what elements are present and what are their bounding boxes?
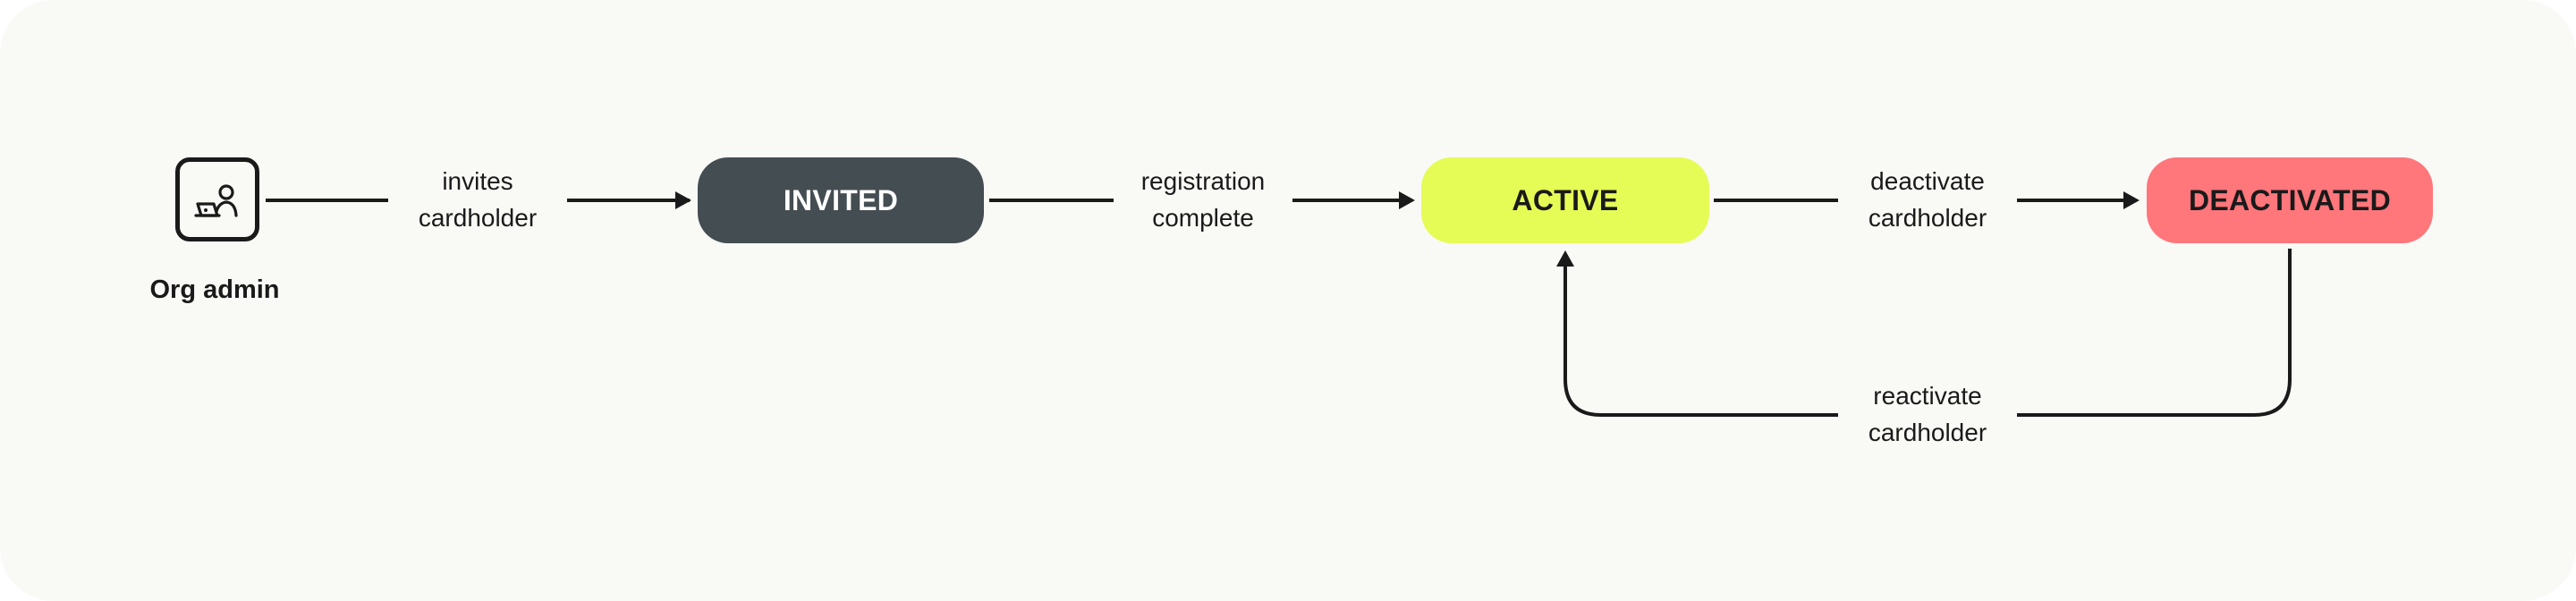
state-deactivated-label: DEACTIVATED bbox=[2188, 183, 2392, 216]
state-invited-label: INVITED bbox=[783, 183, 899, 216]
state-active: ACTIVE bbox=[1421, 157, 1709, 243]
arrow-to-invited bbox=[675, 191, 691, 209]
edge-label-line: reactivate bbox=[1873, 382, 1982, 410]
edge-label-line: cardholder bbox=[1868, 419, 1987, 446]
edge-label-deactivate: deactivate cardholder bbox=[1838, 163, 2017, 236]
edge-label-invites: invites cardholder bbox=[388, 163, 567, 236]
state-active-label: ACTIVE bbox=[1512, 183, 1619, 216]
edge-label-line: deactivate bbox=[1870, 167, 1985, 195]
state-invited: INVITED bbox=[698, 157, 984, 243]
edge-label-reactivate: reactivate cardholder bbox=[1838, 377, 2017, 451]
person-at-laptop-icon bbox=[175, 157, 259, 241]
arrow-to-active bbox=[1399, 191, 1415, 209]
state-deactivated: DEACTIVATED bbox=[2147, 157, 2433, 243]
edge-label-line: cardholder bbox=[1868, 204, 1987, 232]
edge-label-line: registration bbox=[1140, 167, 1266, 195]
actor-label: Org admin bbox=[149, 275, 280, 304]
edge-label-registration: registration complete bbox=[1114, 163, 1292, 236]
edge-label-line: invites bbox=[442, 167, 513, 195]
arrow-to-deactivated bbox=[2123, 191, 2140, 209]
arrow-to-active-return bbox=[1556, 250, 1574, 267]
edge-label-line: complete bbox=[1152, 204, 1254, 232]
edge-label-line: cardholder bbox=[418, 204, 538, 232]
